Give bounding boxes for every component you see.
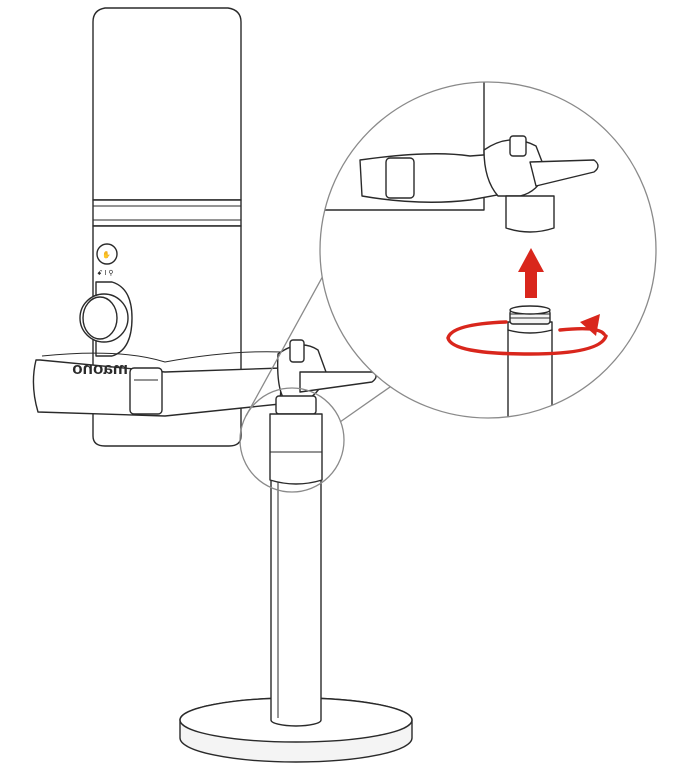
button-symbols: ꗃ I ⚲ [97, 269, 114, 277]
svg-text:✋: ✋ [102, 250, 111, 259]
detail-callout-small [239, 387, 345, 493]
brand-label: maono [72, 359, 128, 378]
stand-pole [270, 477, 322, 727]
mute-button [96, 243, 118, 265]
thread-tip [509, 305, 551, 325]
gain-knob [79, 281, 133, 357]
band-clip [129, 367, 163, 415]
red-counterclockwise-rotation-icon [446, 314, 608, 356]
stand-coupler [269, 413, 323, 485]
red-up-arrow-icon [518, 248, 544, 298]
